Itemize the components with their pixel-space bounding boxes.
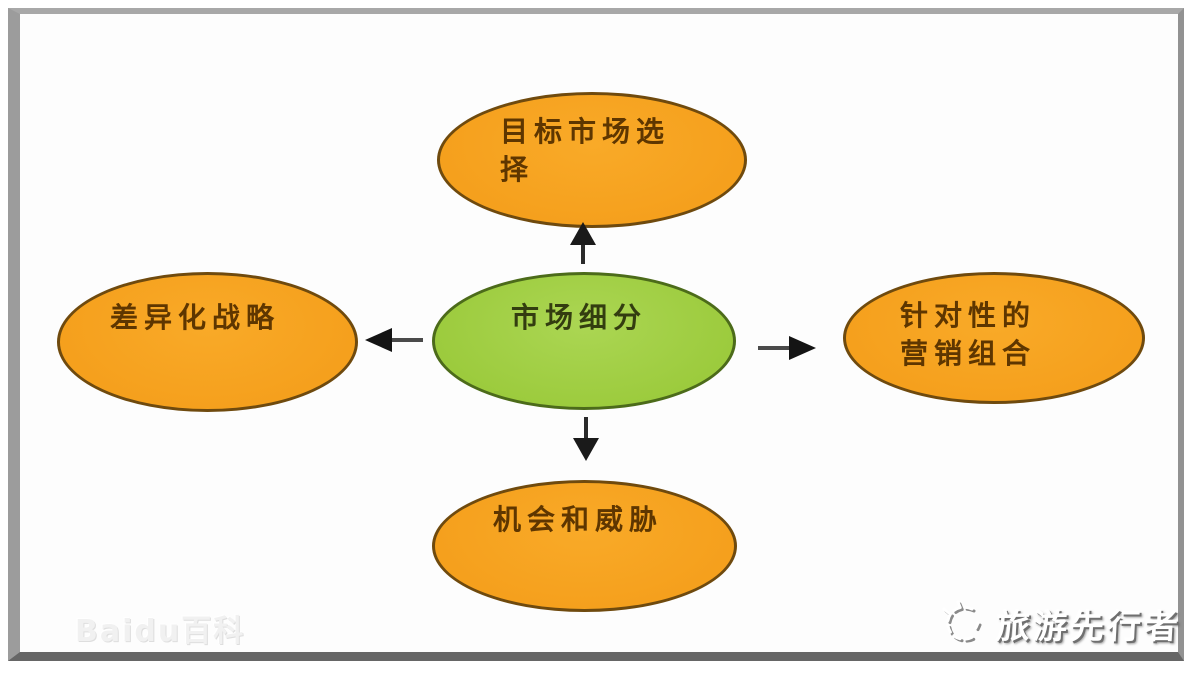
node-label-line: 择 — [500, 153, 535, 186]
down-arrow — [573, 417, 599, 461]
node-label: 目标市场选 择 — [500, 113, 670, 189]
node-target-market-selection: 目标市场选 择 — [437, 92, 747, 228]
node-opportunities-threats: 机会和威胁 — [432, 480, 737, 612]
slide-panel: 目标市场选 择 差异化战略 市场细分 针对性的 营销组合 机会和威胁 — [8, 8, 1184, 661]
node-label-line: 机会和威胁 — [493, 503, 664, 536]
node-label: 机会和威胁 — [493, 501, 663, 539]
brand-logo-icon — [942, 600, 982, 643]
node-label-line: 市场细分 — [511, 301, 648, 334]
up-arrow — [570, 222, 596, 264]
left-arrow — [365, 328, 423, 352]
node-label: 针对性的 营销组合 — [900, 297, 1036, 373]
node-targeted-marketing-mix: 针对性的 营销组合 — [843, 272, 1145, 404]
brand-name: 旅游先行者 — [994, 606, 1182, 647]
right-arrow — [758, 336, 816, 360]
node-label-line: 目标市场选 — [500, 115, 671, 148]
baidu-watermark: Baidu百科 — [75, 614, 246, 649]
node-label: 差异化战略 — [110, 299, 280, 337]
brand-watermark: 旅游先行者 — [938, 596, 1182, 650]
node-label-line: 差异化战略 — [110, 301, 281, 334]
node-market-segmentation: 市场细分 — [432, 272, 736, 410]
node-differentiation-strategy: 差异化战略 — [57, 272, 358, 412]
node-label-line: 营销组合 — [900, 337, 1037, 370]
node-label-line: 针对性的 — [900, 299, 1037, 332]
node-label: 市场细分 — [511, 299, 647, 337]
